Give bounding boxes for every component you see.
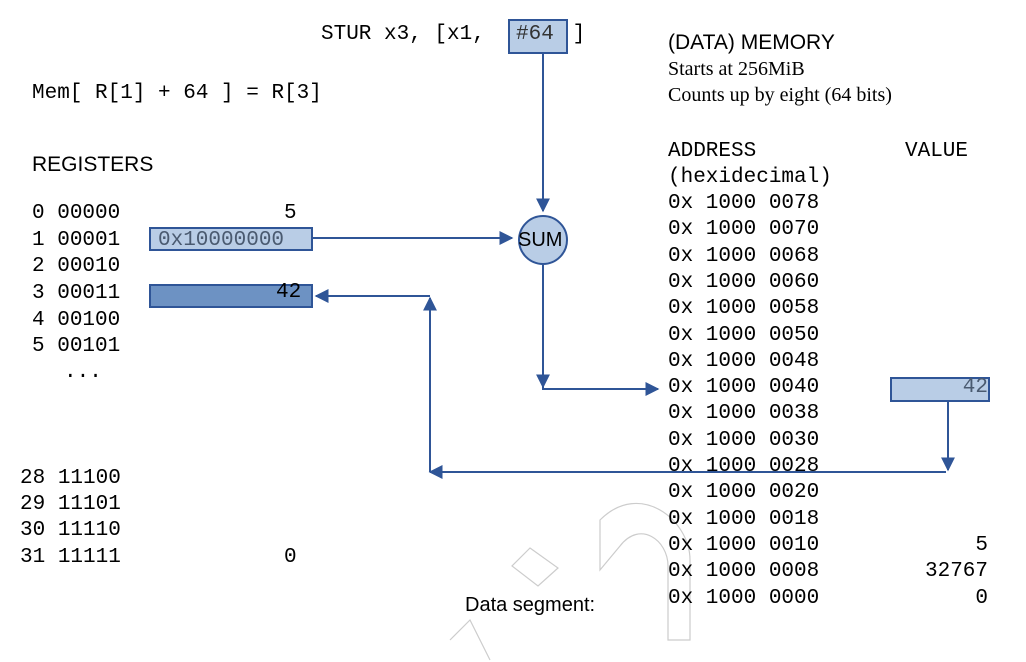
sum-to-memory-arrow <box>542 265 660 396</box>
memory-address: 0x 1000 0000 <box>668 587 820 610</box>
sum-node <box>518 215 568 265</box>
memory-address: 0x 1000 0028 <box>668 455 820 478</box>
memory-address: 0x 1000 0060 <box>668 271 820 294</box>
register-row: 4 00100 <box>32 309 121 332</box>
register-row: 3 00011 <box>32 282 121 305</box>
mem-0x40-value-box <box>890 377 990 402</box>
r1-value-box <box>149 227 313 251</box>
watermark <box>449 502 691 661</box>
memory-address: 0x 1000 0018 <box>668 508 820 531</box>
sum-label: SUM <box>518 229 563 251</box>
memory-address: 0x 1000 0048 <box>668 350 820 373</box>
memory-address: 0x 1000 0020 <box>668 481 820 504</box>
register-row: 5 00101 <box>32 335 121 358</box>
register-row: 0 00000 <box>32 202 121 225</box>
memory-address: 0x 1000 0058 <box>668 297 820 320</box>
memory-value: 5 <box>975 534 988 557</box>
memory-address: 0x 1000 0050 <box>668 324 820 347</box>
register-row: 2 00010 <box>32 255 121 278</box>
instruction-immediate: #64 <box>516 23 554 46</box>
memory-value: 32767 <box>924 560 988 583</box>
register-value: 0x10000000 <box>158 229 285 252</box>
register-row: 29 11101 <box>20 493 121 516</box>
value-header: VALUE <box>905 140 969 163</box>
register-row: 1 00001 <box>32 229 121 252</box>
r3-value-box <box>149 284 313 308</box>
register-row: 31 11111 <box>20 546 121 569</box>
memory-value: 0 <box>975 587 988 610</box>
register-value: 0 <box>284 546 297 569</box>
register-value: 42 <box>276 281 302 304</box>
address-header: ADDRESS <box>668 140 757 163</box>
memory-subtitle-1: Starts at 256MiB <box>668 58 805 80</box>
address-subheader: (hexidecimal) <box>668 166 832 189</box>
memory-value: 42 <box>962 376 988 399</box>
register-value: 5 <box>284 202 297 225</box>
register-row: 28 11100 <box>20 467 121 490</box>
instruction-prefix: STUR x3, [x1, <box>321 23 498 46</box>
memory-address: 0x 1000 0040 <box>668 376 820 399</box>
memory-address: 0x 1000 0008 <box>668 560 820 583</box>
data-segment-label: Data segment: <box>465 594 596 616</box>
register-row: 30 11110 <box>20 519 121 542</box>
register-ellipsis: ... <box>64 361 102 384</box>
instruction-suffix: ] <box>560 23 586 46</box>
memory-address: 0x 1000 0030 <box>668 429 820 452</box>
memory-title: (DATA) MEMORY <box>668 31 835 54</box>
registers-title: REGISTERS <box>32 153 154 176</box>
memory-subtitle-2: Counts up by eight (64 bits) <box>668 84 892 106</box>
imm-box <box>508 19 568 54</box>
memory-address: 0x 1000 0038 <box>668 402 820 425</box>
equation: Mem[ R[1] + 64 ] = R[3] <box>32 82 322 105</box>
memory-address: 0x 1000 0068 <box>668 245 820 268</box>
memory-address: 0x 1000 0010 <box>668 534 820 557</box>
memory-address: 0x 1000 0070 <box>668 218 820 241</box>
memory-address: 0x 1000 0078 <box>668 192 820 215</box>
